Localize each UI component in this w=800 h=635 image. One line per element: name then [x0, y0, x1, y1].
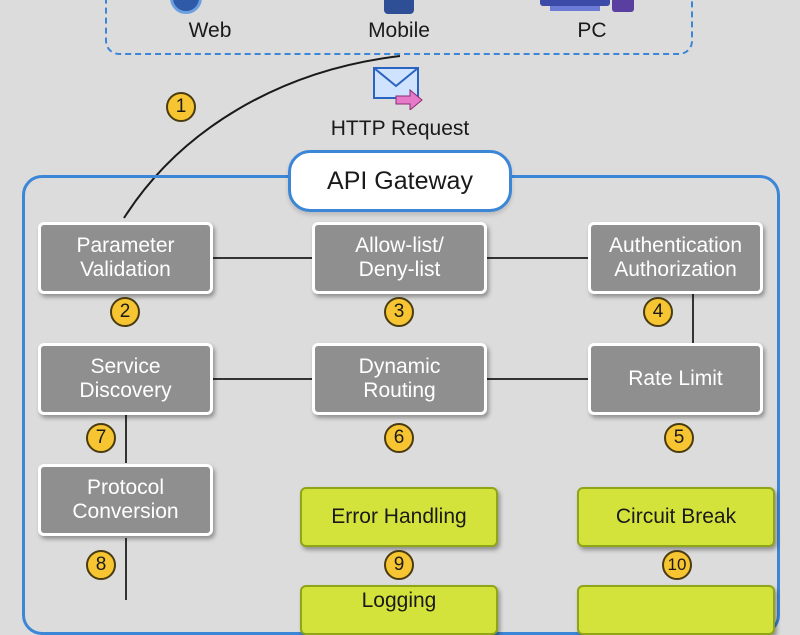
step-2-badge: 2	[110, 297, 140, 327]
step-4-badge: 4	[643, 297, 673, 327]
logging-box: Logging	[300, 585, 498, 635]
service-discovery-box: Service Discovery	[38, 343, 213, 415]
step-10-badge: 10	[662, 550, 692, 580]
http-request-label: HTTP Request	[330, 117, 470, 140]
step-7-badge: 7	[86, 423, 116, 453]
step-5-badge: 5	[664, 423, 694, 453]
authentication-authorization-box: Authentication Authorization	[588, 222, 763, 294]
client-web-label: Web	[188, 19, 232, 42]
clients-group	[105, 0, 693, 55]
protocol-conversion-box: Protocol Conversion	[38, 464, 213, 536]
request-curve	[123, 55, 401, 219]
rate-limit-box: Rate Limit	[588, 343, 763, 415]
step-3-badge: 3	[384, 297, 414, 327]
desktop-computer-icon	[540, 0, 634, 12]
circuit-break-box: Circuit Break	[577, 487, 775, 547]
error-handling-box: Error Handling	[300, 487, 498, 547]
connector-lines	[123, 55, 694, 600]
api-gateway-title: API Gateway	[288, 150, 512, 212]
step-9-badge: 9	[384, 550, 414, 580]
step-1-badge: 1	[166, 92, 196, 122]
cut-off-box	[577, 585, 775, 635]
client-mobile-label: Mobile	[368, 19, 430, 42]
step-6-badge: 6	[384, 423, 414, 453]
parameter-validation-box: Parameter Validation	[38, 222, 213, 294]
logging-label: Logging	[361, 589, 437, 612]
envelope-icon	[373, 67, 423, 110]
dynamic-routing-box: Dynamic Routing	[312, 343, 487, 415]
step-8-badge: 8	[86, 550, 116, 580]
mobile-phone-icon	[384, 0, 414, 14]
client-pc-label: PC	[577, 19, 607, 42]
allow-deny-list-box: Allow-list/ Deny-list	[312, 222, 487, 294]
